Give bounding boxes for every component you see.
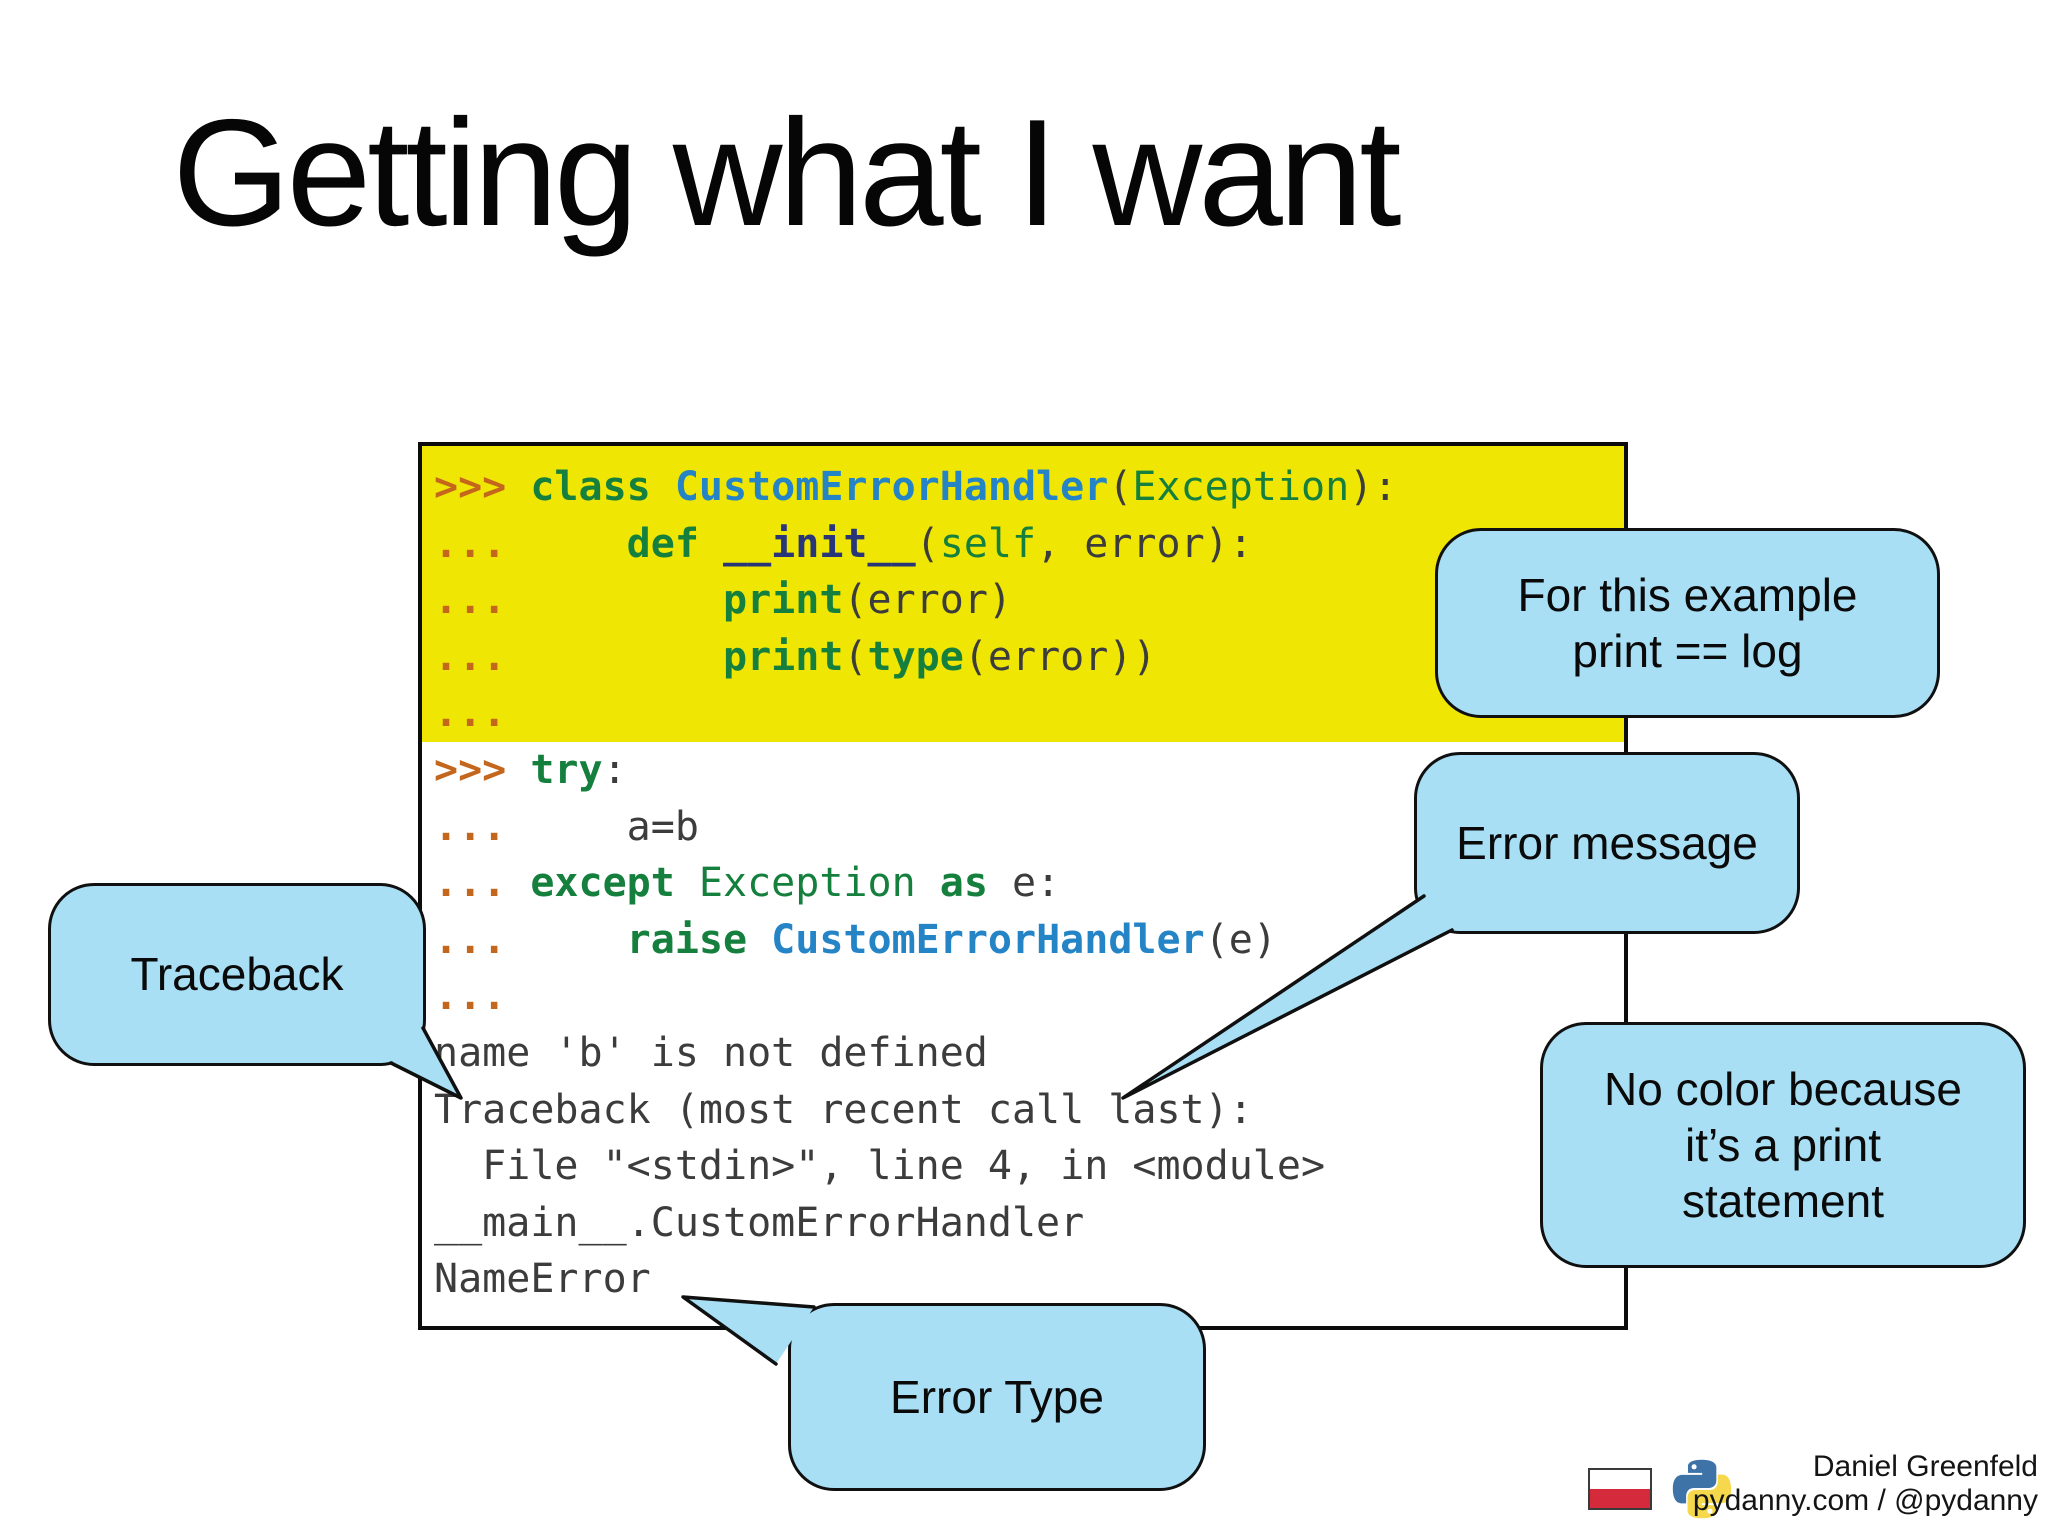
code-line: name 'b' is not defined (434, 1025, 1397, 1082)
code-segment (506, 860, 530, 906)
code-segment: class (530, 464, 675, 510)
code-line: ... (434, 685, 1397, 742)
code-segment: ... (434, 973, 507, 1020)
callout-text: For this example (1517, 568, 1858, 621)
callout-text: it’s a print (1684, 1118, 1882, 1171)
code-line: >>> class CustomErrorHandler(Exception): (434, 459, 1397, 516)
code-segment: print (723, 577, 844, 624)
code-segment: type (867, 633, 964, 680)
code-line: ... print(error) (434, 572, 1397, 629)
code-segment: name 'b' is not defined (434, 1029, 988, 1076)
code-segment: ... (434, 860, 507, 907)
code-segment: as (939, 860, 1012, 907)
code-segment (506, 634, 723, 680)
code-segment: e: (1012, 860, 1061, 907)
code-segment: File "<stdin>", line 4, in <module> (434, 1143, 1326, 1190)
code-segment: Exception (698, 860, 940, 907)
callout-text: Error Type (890, 1370, 1104, 1423)
page-title: Getting what I want (172, 88, 1401, 258)
code-line: File "<stdin>", line 4, in <module> (434, 1138, 1397, 1195)
callout-error-type: Error Type (788, 1303, 1206, 1491)
code-segment (506, 577, 723, 623)
callout-error-message: Error message (1414, 752, 1800, 934)
code-segment: : (602, 746, 627, 793)
credit-block: Daniel Greenfeld pydanny.com / @pydanny (1693, 1450, 2038, 1518)
code-segment: ... (434, 633, 507, 680)
code-line: __main__.CustomErrorHandler (434, 1195, 1397, 1252)
callout-traceback: Traceback (48, 883, 426, 1066)
code-line: NameError (434, 1251, 1397, 1308)
code-segment: self (939, 520, 1037, 567)
code-line: >>> try: (434, 742, 1397, 799)
code-segment: (error)) (963, 633, 1157, 680)
author-name: Daniel Greenfeld (1812, 1450, 2038, 1483)
code-segment: def (626, 520, 723, 567)
code-segment: (error) (843, 577, 1012, 624)
code-segment: ( (843, 633, 868, 680)
author-handle: pydanny.com / @pydanny (1692, 1484, 2038, 1517)
code-segment: try (530, 746, 603, 793)
callout-no-color: No color because it’s a print statement (1540, 1022, 2026, 1268)
code-line: ... (434, 968, 1397, 1025)
code-segment: print (723, 633, 844, 680)
code-segment: ... (434, 916, 507, 963)
code-segment: __init__ (723, 520, 916, 567)
callout-text: print == log (1572, 625, 1803, 677)
code-segment: ... (434, 577, 507, 624)
code-line: ... a=b (434, 799, 1397, 856)
code-line: ... def __init__(self, error): (434, 516, 1397, 573)
code-segment: >>> (434, 464, 531, 510)
code-segment: NameError (434, 1256, 651, 1303)
code-segment: raise (626, 916, 772, 963)
code-segment: (e) (1204, 916, 1277, 963)
code-segment: ... (434, 803, 507, 850)
code-lines: >>> class CustomErrorHandler(Exception):… (434, 459, 1397, 1308)
code-line: ... raise CustomErrorHandler(e) (434, 912, 1397, 969)
code-line: ... print(type(error)) (434, 629, 1397, 686)
callout-text: Error message (1456, 816, 1758, 869)
poland-flag-icon (1588, 1468, 1652, 1510)
callout-text: Traceback (130, 948, 344, 1001)
code-segment: ... (434, 520, 507, 567)
python-logo-icon (1672, 1459, 1732, 1519)
code-segment (506, 521, 626, 567)
code-segment (506, 917, 626, 963)
highlighted-code-background (422, 446, 1624, 742)
code-segment: __main__.CustomErrorHandler (434, 1199, 1085, 1246)
callout-text: No color because (1604, 1062, 1962, 1115)
callout-print-equals-log: For this example print == log (1435, 528, 1940, 718)
code-line: Traceback (most recent call last): (434, 1082, 1397, 1139)
code-segment: >>> (434, 746, 531, 793)
code-segment: Exception (1132, 464, 1350, 510)
code-segment: ... (434, 690, 507, 737)
callout-text: statement (1682, 1175, 1884, 1228)
code-segment: CustomErrorHandler (771, 916, 1205, 963)
code-line: ... except Exception as e: (434, 855, 1397, 912)
code-segment: a=b (506, 803, 699, 850)
code-segment: ( (1108, 464, 1133, 510)
code-segment: CustomErrorHandler (674, 464, 1109, 510)
code-segment: ( (915, 520, 940, 567)
code-segment: , error): (1036, 520, 1253, 567)
code-segment: except (530, 860, 699, 907)
code-segment: Traceback (most recent call last): (434, 1086, 1253, 1133)
code-segment: ): (1349, 464, 1398, 510)
